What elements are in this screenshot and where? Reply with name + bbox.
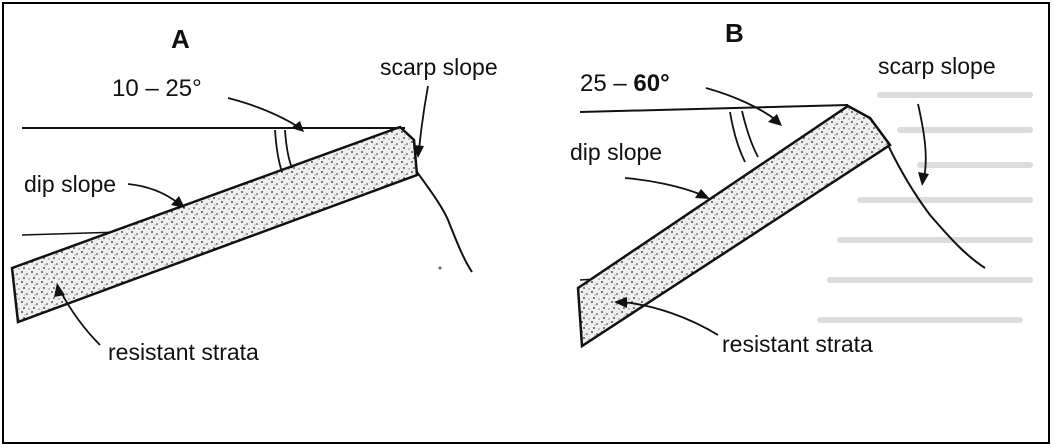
panel-b-angle-prefix: 25 – — [580, 70, 633, 97]
panel-a-scarp-label: scarp slope — [380, 54, 498, 80]
panel-b-horizontal-line — [580, 105, 848, 112]
panel-a-angle-arc-outer — [275, 130, 282, 172]
panel-b-angle-arc-inner — [742, 111, 758, 157]
panel-a-label: A — [171, 24, 190, 54]
panel-b-angle-bold: 60° — [633, 70, 669, 97]
panel-a-speck — [439, 267, 442, 270]
panel-a-angle-arc-inner — [285, 130, 292, 168]
panel-a: A 10 – 25° scarp slope dip slope resista… — [12, 24, 498, 365]
panel-b-angle-arrow — [706, 88, 776, 120]
panel-b-angle-arc-outer — [730, 112, 745, 162]
panel-b-dip-arrow — [625, 178, 702, 195]
panel-b-scarp-label: scarp slope — [878, 53, 996, 79]
panel-b-strata-label: resistant strata — [722, 331, 873, 357]
panel-a-dip-arrow — [128, 184, 178, 203]
panel-a-dip-arrowhead — [171, 196, 185, 208]
panel-b-angle-label: 25 – 60° — [580, 70, 670, 97]
panel-a-angle-label: 10 – 25° — [112, 75, 202, 102]
panel-b-label: B — [725, 18, 744, 48]
panel-a-scarp-arrow — [419, 86, 428, 150]
panel-a-angle-arrow — [228, 98, 300, 128]
panel-a-dip-label: dip slope — [24, 171, 116, 197]
panel-b: B 25 – 60° scarp slope dip slope resista… — [570, 18, 996, 357]
panel-b-scarp-arrowhead — [918, 172, 929, 186]
panel-a-strata-label: resistant strata — [108, 339, 259, 365]
panel-a-resistant-strata-band — [12, 127, 417, 322]
panel-a-scarp-face — [417, 172, 472, 272]
panel-b-dip-label: dip slope — [570, 139, 662, 165]
